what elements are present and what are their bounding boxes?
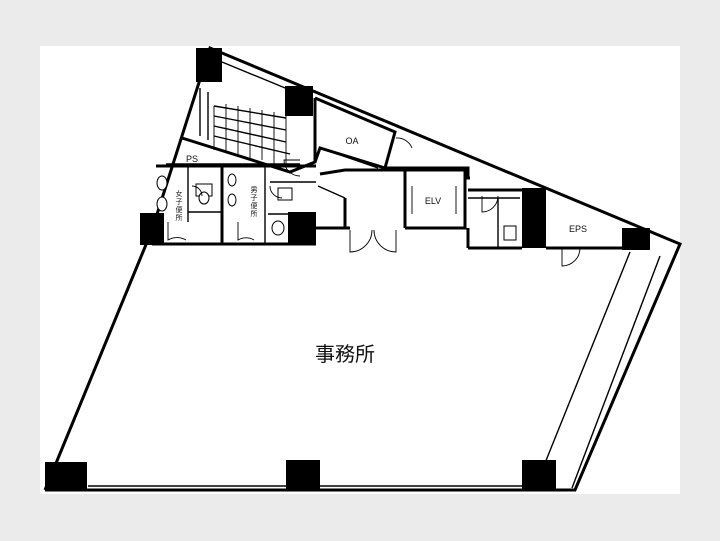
room-labels: 事務所 OA PS ELV EPS 女 子 便 所 男 子 便 所 — [176, 136, 588, 366]
womens-toilet-char: 所 — [176, 213, 183, 222]
washbasin — [271, 220, 285, 236]
ps-label: PS — [186, 154, 198, 164]
toilet-bowl — [198, 191, 210, 205]
column — [522, 188, 546, 248]
staircase — [199, 88, 291, 166]
column — [522, 460, 556, 490]
elv-label: ELV — [425, 196, 441, 206]
door-swing — [167, 222, 187, 241]
door-swing — [269, 185, 283, 199]
core-walls — [152, 61, 622, 250]
doors — [167, 137, 581, 267]
urinal — [227, 193, 237, 207]
mens-toilet-char: 子 — [251, 194, 258, 202]
door-swing — [395, 137, 413, 149]
outer-walls — [43, 45, 682, 492]
eps-label: EPS — [569, 224, 587, 234]
office-label: 事務所 — [315, 343, 375, 366]
plan-paper — [40, 46, 680, 494]
column — [285, 86, 313, 116]
mens-toilet-char: 男 — [251, 186, 258, 194]
toilet-bowl — [277, 187, 293, 201]
door-swing — [373, 229, 397, 253]
womens-toilet-char: 子 — [176, 198, 183, 206]
womens-toilet-char: 便 — [176, 205, 183, 214]
column — [286, 460, 320, 490]
mens-toilet-char: 所 — [251, 209, 258, 218]
door-swing — [237, 222, 255, 241]
oa-label: OA — [345, 136, 358, 146]
door-swing — [283, 159, 301, 177]
toilet-fixtures — [156, 173, 517, 241]
mens-toilet-char: 便 — [251, 201, 258, 210]
sink — [503, 225, 517, 241]
door-swing — [349, 229, 373, 253]
door-swing — [191, 185, 203, 197]
column — [288, 212, 316, 244]
washbasin — [156, 175, 168, 191]
door-swing — [481, 195, 499, 213]
columns — [45, 48, 650, 490]
column — [622, 228, 650, 250]
column — [196, 48, 222, 82]
urinal — [227, 173, 237, 187]
column — [45, 462, 87, 490]
column — [140, 213, 164, 245]
washbasin — [156, 196, 168, 212]
womens-toilet-char: 女 — [176, 189, 183, 198]
door-swing — [561, 247, 581, 267]
